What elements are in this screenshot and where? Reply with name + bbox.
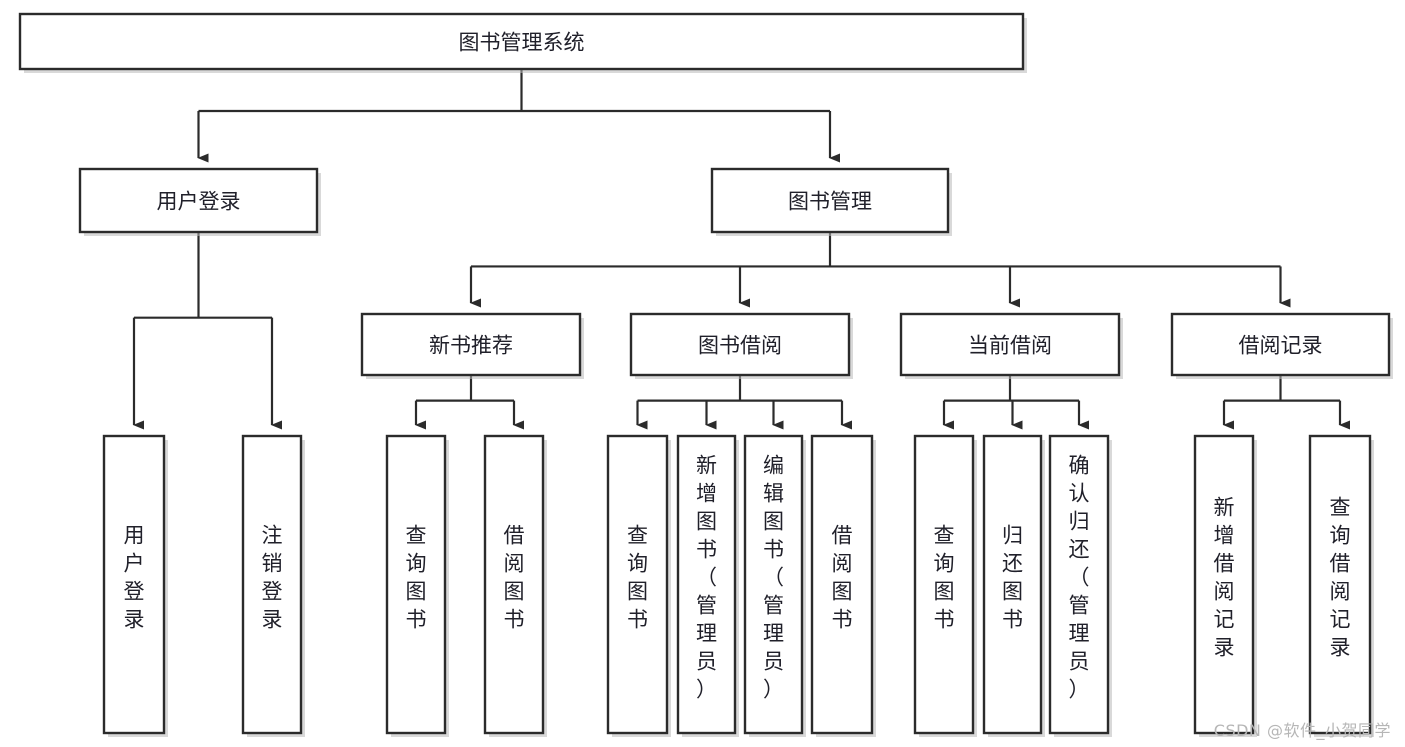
node-level2-book-manage[interactable]: 图书管理 [710, 167, 952, 236]
node-label: 编辑图书（管理员） [763, 454, 784, 702]
node-leaf-leaf-add-borrow-record[interactable]: 新增借阅记录 [1193, 434, 1257, 737]
node-leaf-leaf-query-book-current[interactable]: 查询图书 [913, 434, 977, 737]
edge-group [469, 232, 1291, 308]
watermark-text: CSDN @软件_小贺同学 [1213, 721, 1391, 740]
node-label: 借阅图书 [504, 524, 525, 632]
node-label: 查询图书 [406, 524, 427, 632]
node-leaf-leaf-return-book[interactable]: 归还图书 [982, 434, 1045, 737]
node-leaf-leaf-add-book[interactable]: 新增图书（管理员） [676, 434, 739, 737]
edge-group [132, 232, 282, 430]
node-label: 借阅记录 [1239, 334, 1323, 358]
node-root[interactable]: 图书管理系统 [18, 12, 1027, 73]
edge-group [1222, 375, 1350, 430]
node-label: 归还图书 [1002, 524, 1023, 632]
node-leaf-leaf-borrow-book-recommend[interactable]: 借阅图书 [483, 434, 547, 737]
edge-group [197, 69, 840, 163]
node-leaf-leaf-user-login[interactable]: 用户登录 [102, 434, 168, 737]
node-label: 图书管理系统 [459, 31, 585, 55]
node-label: 用户登录 [157, 190, 241, 214]
node-leaf-leaf-confirm-return[interactable]: 确认归还（管理员） [1048, 434, 1112, 737]
node-leaf-leaf-query-book-borrow[interactable]: 查询图书 [606, 434, 671, 737]
node-leaf-leaf-logout[interactable]: 注销登录 [241, 434, 305, 737]
node-label: 新增图书（管理员） [696, 454, 717, 702]
edge-group [414, 375, 524, 430]
edge-group [636, 375, 852, 430]
node-label: 图书管理 [788, 190, 872, 214]
node-label: 借阅图书 [832, 524, 853, 632]
node-label: 查询借阅记录 [1330, 496, 1351, 660]
node-label: 查询图书 [627, 524, 648, 632]
edge-group [942, 375, 1089, 430]
nodes-layer: 图书管理系统用户登录图书管理新书推荐图书借阅当前借阅借阅记录用户登录注销登录查询… [18, 12, 1393, 737]
node-label: 注销登录 [262, 524, 283, 632]
node-label: 当前借阅 [968, 334, 1052, 358]
node-level3-new-book-recommend[interactable]: 新书推荐 [360, 312, 584, 379]
node-label: 图书借阅 [698, 334, 782, 358]
node-leaf-leaf-query-book-recommend[interactable]: 查询图书 [385, 434, 449, 737]
node-level2-user-login[interactable]: 用户登录 [78, 167, 321, 236]
node-label: 用户登录 [124, 524, 145, 632]
node-label: 确认归还（管理员） [1069, 454, 1090, 702]
node-label: 新书推荐 [429, 334, 513, 358]
node-leaf-leaf-query-borrow-record[interactable]: 查询借阅记录 [1308, 434, 1374, 737]
node-level3-borrow-record[interactable]: 借阅记录 [1170, 312, 1393, 379]
node-leaf-leaf-borrow-book[interactable]: 借阅图书 [810, 434, 876, 737]
node-level3-current-borrow[interactable]: 当前借阅 [899, 312, 1123, 379]
node-leaf-leaf-edit-book[interactable]: 编辑图书（管理员） [743, 434, 806, 737]
node-level3-book-borrow[interactable]: 图书借阅 [629, 312, 853, 379]
edges-layer [132, 69, 1350, 430]
node-label: 查询图书 [934, 524, 955, 632]
node-label: 新增借阅记录 [1214, 496, 1235, 660]
